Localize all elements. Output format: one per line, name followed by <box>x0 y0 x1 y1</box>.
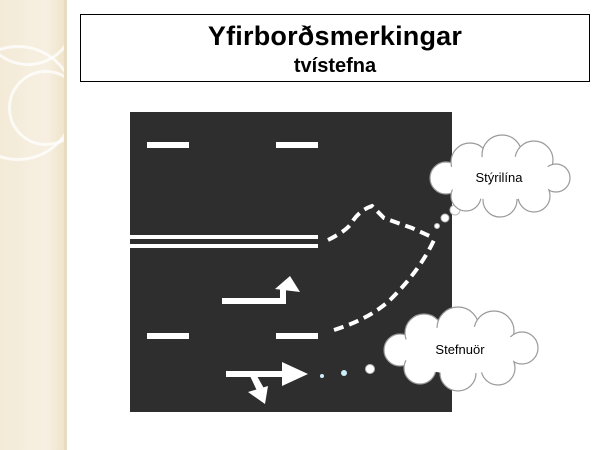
lane-dash <box>276 333 318 339</box>
direction-arrow-straight-right <box>222 276 300 304</box>
callout-trail-dot <box>434 223 440 229</box>
slide-subtitle: tvístefna <box>293 55 377 77</box>
decorative-side-band <box>0 0 66 450</box>
callout-trail-dot <box>341 370 347 376</box>
lane-dash <box>147 333 189 339</box>
guide-line <box>333 239 436 332</box>
callout-trail-dot <box>365 364 375 374</box>
double-centre-line <box>130 235 318 239</box>
decorative-ring <box>0 0 66 66</box>
lane-dash <box>147 142 189 148</box>
title-box: Yfirborðsmerkingar tvístefna <box>80 14 590 82</box>
slide-title: Yfirborðsmerkingar <box>207 21 463 51</box>
callout-trail-dot <box>440 213 450 223</box>
callout-label-guide-line: Stýrilína <box>475 170 523 185</box>
callout-label-direction-arrow: Stefnuör <box>435 342 485 357</box>
callout-trail-dot <box>320 374 324 378</box>
guide-line <box>327 203 435 242</box>
double-centre-line <box>130 244 318 248</box>
decorative-ring <box>8 70 66 146</box>
direction-arrow-straight-left <box>226 362 308 404</box>
lane-dash <box>276 142 318 148</box>
side-band-edge <box>64 0 67 450</box>
